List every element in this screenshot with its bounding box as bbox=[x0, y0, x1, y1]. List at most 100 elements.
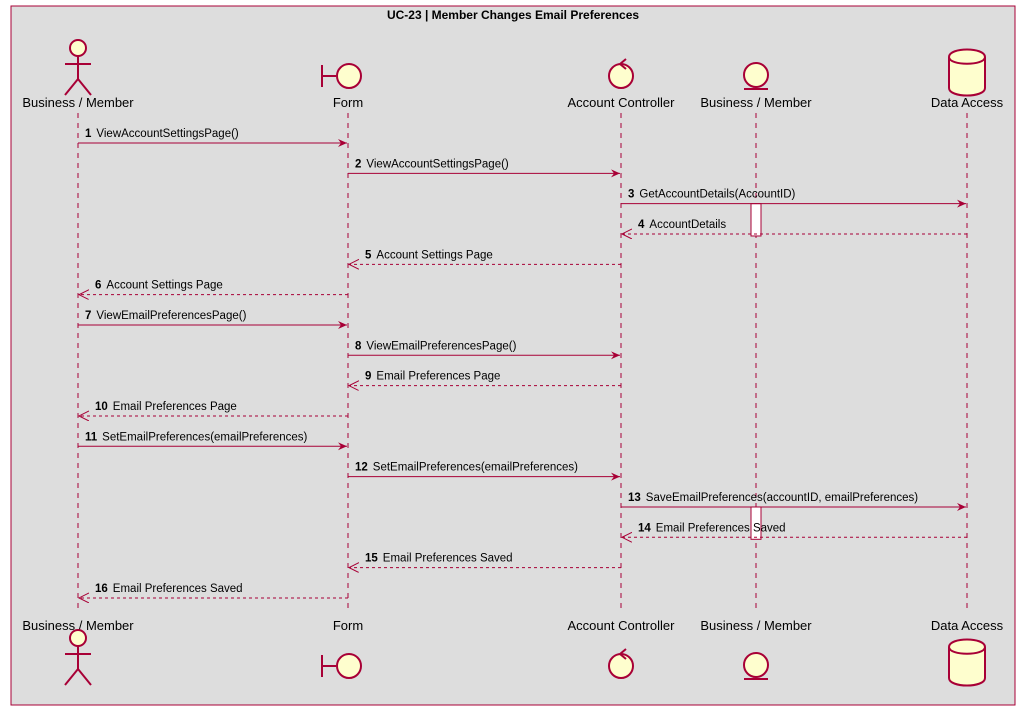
message-11: 11 SetEmailPreferences(emailPreferences) bbox=[78, 431, 347, 451]
message-label: Email Preferences Saved bbox=[113, 583, 243, 595]
message-number: 16 bbox=[95, 583, 108, 595]
message-text: 2 ViewAccountSettingsPage() bbox=[355, 158, 509, 170]
message-number: 14 bbox=[638, 522, 651, 534]
participant-label: Account Controller bbox=[568, 95, 676, 110]
message-label: Account Settings Page bbox=[106, 280, 222, 292]
message-number: 5 bbox=[365, 249, 372, 261]
message-number: 13 bbox=[628, 492, 641, 504]
participant-label: Business / Member bbox=[22, 95, 134, 110]
message-5: 5 Account Settings Page bbox=[349, 249, 621, 264]
message-label: SaveEmailPreferences(accountID, emailPre… bbox=[646, 492, 918, 504]
participant-label: Form bbox=[333, 95, 363, 110]
message-text: 4 AccountDetails bbox=[638, 219, 726, 231]
message-15: 15 Email Preferences Saved bbox=[349, 553, 621, 568]
entity-icon bbox=[743, 62, 769, 90]
actor-icon bbox=[64, 629, 92, 686]
message-label: SetEmailPreferences(emailPreferences) bbox=[102, 431, 307, 443]
message-number: 2 bbox=[355, 158, 361, 170]
message-2: 2 ViewAccountSettingsPage() bbox=[348, 158, 620, 178]
message-text: 11 SetEmailPreferences(emailPreferences) bbox=[85, 431, 308, 443]
participant-form: Form bbox=[321, 63, 363, 110]
message-text: 12 SetEmailPreferences(emailPreferences) bbox=[355, 462, 578, 474]
message-3: 3 GetAccountDetails(AccountID) bbox=[621, 189, 966, 208]
participants-bottom: Business / Member Form Account Controller B… bbox=[22, 618, 1004, 687]
message-label: Account Settings Page bbox=[376, 249, 492, 261]
message-label: GetAccountDetails(AccountID) bbox=[639, 189, 795, 201]
message-label: Email Preferences Saved bbox=[383, 553, 513, 565]
boundary-icon bbox=[321, 63, 362, 89]
message-number: 1 bbox=[85, 128, 92, 140]
participant-entity-bottom: Business / Member bbox=[700, 618, 812, 680]
message-text: 16 Email Preferences Saved bbox=[95, 583, 243, 595]
participant-label: Business / Member bbox=[700, 95, 812, 110]
boundary-icon bbox=[321, 653, 362, 679]
message-number: 4 bbox=[638, 219, 645, 231]
message-label: Email Preferences Page bbox=[376, 371, 500, 383]
participant-label: Account Controller bbox=[568, 618, 676, 633]
participant-controller-bottom: Account Controller bbox=[568, 618, 676, 679]
participant-data-bottom: Data Access bbox=[931, 618, 1004, 687]
message-9: 9 Email Preferences Page bbox=[349, 371, 621, 386]
participant-entity: Business / Member bbox=[700, 62, 812, 110]
diagram-title: UC-23 | Member Changes Email Preferences bbox=[387, 8, 639, 22]
message-label: Email Preferences Page bbox=[113, 401, 237, 413]
message-number: 8 bbox=[355, 340, 362, 352]
message-label: ViewEmailPreferencesPage() bbox=[366, 340, 516, 352]
participant-label: Data Access bbox=[931, 618, 1004, 633]
participant-label: Business / Member bbox=[700, 618, 812, 633]
message-13: 13 SaveEmailPreferences(accountID, emailP… bbox=[621, 492, 966, 511]
message-label: AccountDetails bbox=[649, 219, 726, 231]
participant-controller: Account Controller bbox=[568, 58, 676, 110]
activation-bar bbox=[750, 203, 762, 237]
message-number: 11 bbox=[85, 431, 98, 443]
message-number: 6 bbox=[95, 280, 101, 292]
message-number: 15 bbox=[365, 553, 378, 565]
participant-label: Form bbox=[333, 618, 363, 633]
message-text: 7 ViewEmailPreferencesPage() bbox=[85, 310, 247, 322]
message-label: ViewEmailPreferencesPage() bbox=[96, 310, 246, 322]
participant-data: Data Access bbox=[931, 48, 1004, 110]
participant-member-bottom: Business / Member bbox=[22, 618, 134, 686]
message-text: 8 ViewEmailPreferencesPage() bbox=[355, 340, 517, 352]
message-text: 15 Email Preferences Saved bbox=[365, 553, 513, 565]
message-text: 6 Account Settings Page bbox=[95, 280, 223, 292]
message-text: 5 Account Settings Page bbox=[365, 249, 493, 261]
actor-icon bbox=[64, 39, 92, 96]
message-1: 1 ViewAccountSettingsPage() bbox=[78, 128, 347, 147]
message-label: SetEmailPreferences(emailPreferences) bbox=[373, 462, 578, 474]
message-text: 3 GetAccountDetails(AccountID) bbox=[628, 189, 796, 201]
message-text: 13 SaveEmailPreferences(accountID, emailP… bbox=[628, 492, 918, 504]
message-text: 14 Email Preferences Saved bbox=[638, 522, 786, 534]
message-text: 9 Email Preferences Page bbox=[365, 371, 500, 383]
participant-label: Data Access bbox=[931, 95, 1004, 110]
message-label: ViewAccountSettingsPage() bbox=[366, 158, 509, 170]
database-icon bbox=[948, 48, 986, 97]
message-6: 6 Account Settings Page bbox=[79, 280, 348, 295]
message-16: 16 Email Preferences Saved bbox=[79, 583, 348, 598]
message-12: 12 SetEmailPreferences(emailPreferences) bbox=[348, 462, 620, 481]
control-icon bbox=[608, 648, 634, 679]
message-text: 1 ViewAccountSettingsPage() bbox=[85, 128, 239, 140]
message-8: 8 ViewEmailPreferencesPage() bbox=[348, 340, 620, 360]
participant-form-bottom: Form bbox=[321, 618, 363, 679]
message-14: 14 Email Preferences Saved bbox=[622, 522, 967, 537]
participant-member: Business / Member bbox=[22, 39, 134, 110]
message-label: Email Preferences Saved bbox=[656, 522, 786, 534]
entity-icon bbox=[743, 652, 769, 680]
message-label: ViewAccountSettingsPage() bbox=[96, 128, 239, 140]
message-number: 3 bbox=[628, 189, 634, 201]
participant-label: Business / Member bbox=[22, 618, 134, 633]
control-icon bbox=[608, 58, 634, 89]
message-text: 10 Email Preferences Page bbox=[95, 401, 237, 413]
database-icon bbox=[948, 638, 986, 687]
participants-top: Business / Member Form Account Controller B… bbox=[22, 39, 1004, 110]
message-number: 7 bbox=[85, 310, 91, 322]
message-number: 9 bbox=[365, 371, 371, 383]
message-number: 12 bbox=[355, 462, 368, 474]
message-10: 10 Email Preferences Page bbox=[79, 401, 348, 416]
message-number: 10 bbox=[95, 401, 108, 413]
message-4: 4 AccountDetails bbox=[622, 219, 967, 234]
message-7: 7 ViewEmailPreferencesPage() bbox=[78, 310, 347, 329]
